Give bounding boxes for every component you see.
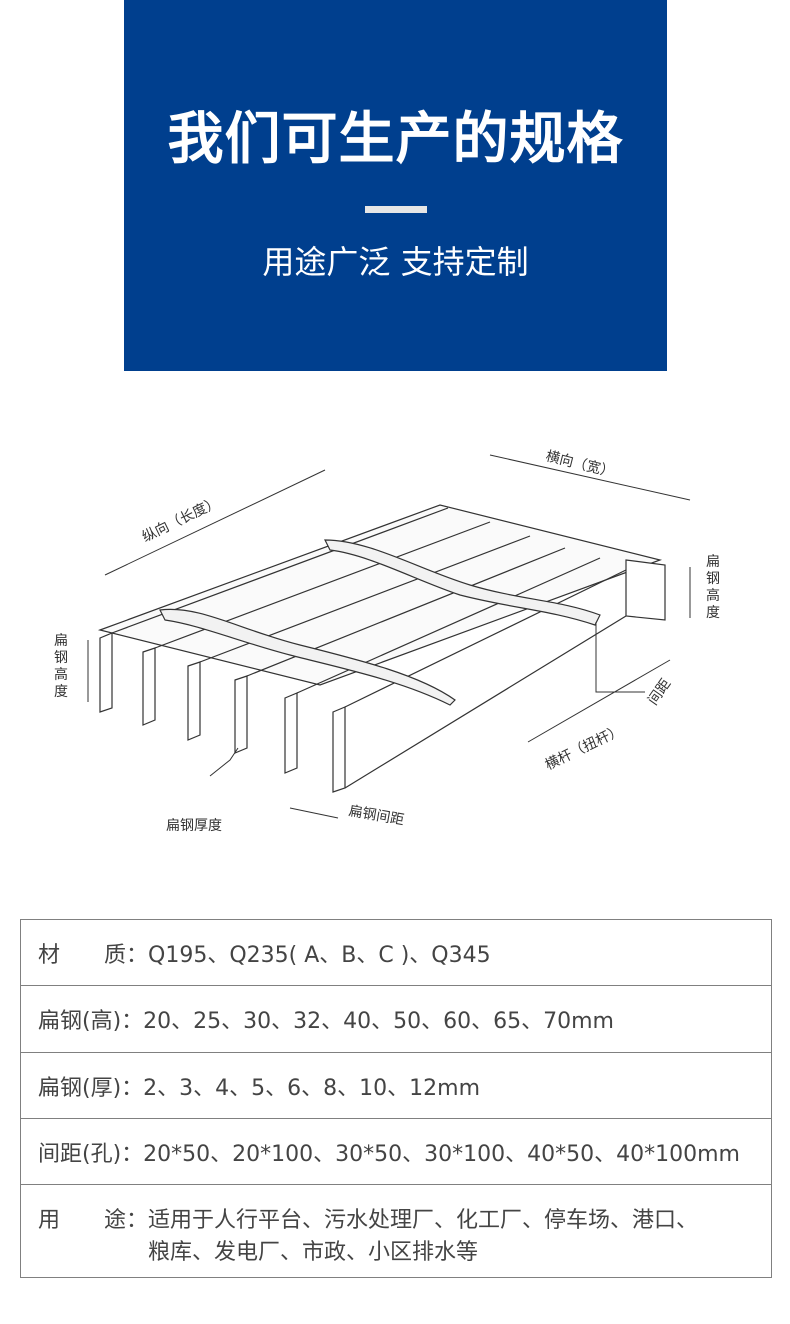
label-height-left-2: 钢: [54, 650, 68, 666]
spec-label: 扁钢(厚)：: [38, 1075, 144, 1101]
page-subtitle: 用途广泛 支持定制: [262, 243, 529, 281]
dim-spacing-line: [595, 622, 645, 693]
spec-row-height: 扁钢(高)： 20、25、30、32、40、50、60、65、70mm: [21, 986, 771, 1053]
spec-label: 间距(孔)：: [38, 1141, 144, 1167]
label-height-left-1: 扁: [54, 633, 68, 649]
dim-transverse-line: [489, 454, 691, 501]
spec-row-material: 材 质： Q195、Q235( A、B、C )、Q345: [21, 920, 771, 986]
spec-label: 扁钢(高)：: [38, 1009, 144, 1034]
label-flat-spacing: 扁钢间距: [347, 803, 405, 828]
crossbars: [159, 539, 601, 706]
grating-diagram-svg: 纵向（长度） 横向（宽） 扁 钢 高 度 扁 钢 高 度 间距 横杆（扭杆） 扁…: [54, 447, 720, 834]
spec-label: 用 途：: [38, 1208, 149, 1233]
label-height-right-4: 度: [706, 605, 720, 621]
spec-row-thickness: 扁钢(厚)： 2、3、4、5、6、8、10、12mm: [21, 1053, 771, 1119]
dim-flat-spacing-line: [289, 807, 339, 819]
spec-label: 材 质：: [38, 942, 149, 968]
spec-value: Q195、Q235( A、B、C )、Q345: [148, 942, 491, 968]
header-banner: 我们可生产的规格 用途广泛 支持定制: [124, 0, 667, 371]
label-spacing-right: 间距: [645, 676, 674, 708]
spec-table: 材 质： Q195、Q235( A、B、C )、Q345 扁钢(高)： 20、2…: [20, 919, 772, 1278]
grating-diagram: 纵向（长度） 横向（宽） 扁 钢 高 度 扁 钢 高 度 间距 横杆（扭杆） 扁…: [0, 430, 790, 850]
divider-bar: [365, 206, 427, 213]
spec-row-usage: 用 途： 适用于人行平台、污水处理厂、化工厂、停车场、港口、 粮库、发电厂、市政…: [21, 1185, 771, 1277]
spec-value: 20、25、30、32、40、50、60、65、70mm: [143, 1009, 614, 1034]
label-height-left-3: 高: [54, 666, 68, 683]
label-longitudinal: 纵向（长度）: [140, 494, 223, 545]
label-height-right-2: 钢: [706, 571, 720, 587]
label-height-right-1: 扁: [706, 554, 720, 570]
spec-value: 适用于人行平台、污水处理厂、化工厂、停车场、港口、 粮库、发电厂、市政、小区排水…: [148, 1208, 699, 1265]
spec-value: 2、3、4、5、6、8、10、12mm: [143, 1075, 481, 1101]
label-height-right-3: 高: [706, 587, 720, 604]
label-transverse: 横向（宽）: [544, 447, 616, 480]
spec-value: 20*50、20*100、30*50、30*100、40*50、40*100mm: [143, 1141, 740, 1167]
spec-row-spacing: 间距(孔)： 20*50、20*100、30*50、30*100、40*50、4…: [21, 1119, 771, 1185]
label-thickness: 扁钢厚度: [166, 818, 222, 834]
dim-thickness-leader: [209, 747, 239, 777]
dim-crossbar-line: [527, 659, 671, 743]
dim-longitudinal-line: [104, 469, 326, 576]
flat-bars: [99, 559, 666, 793]
label-height-left-4: 度: [54, 684, 68, 700]
label-crossbar: 横杆（扭杆）: [543, 722, 626, 773]
page-title: 我们可生产的规格: [167, 107, 624, 172]
